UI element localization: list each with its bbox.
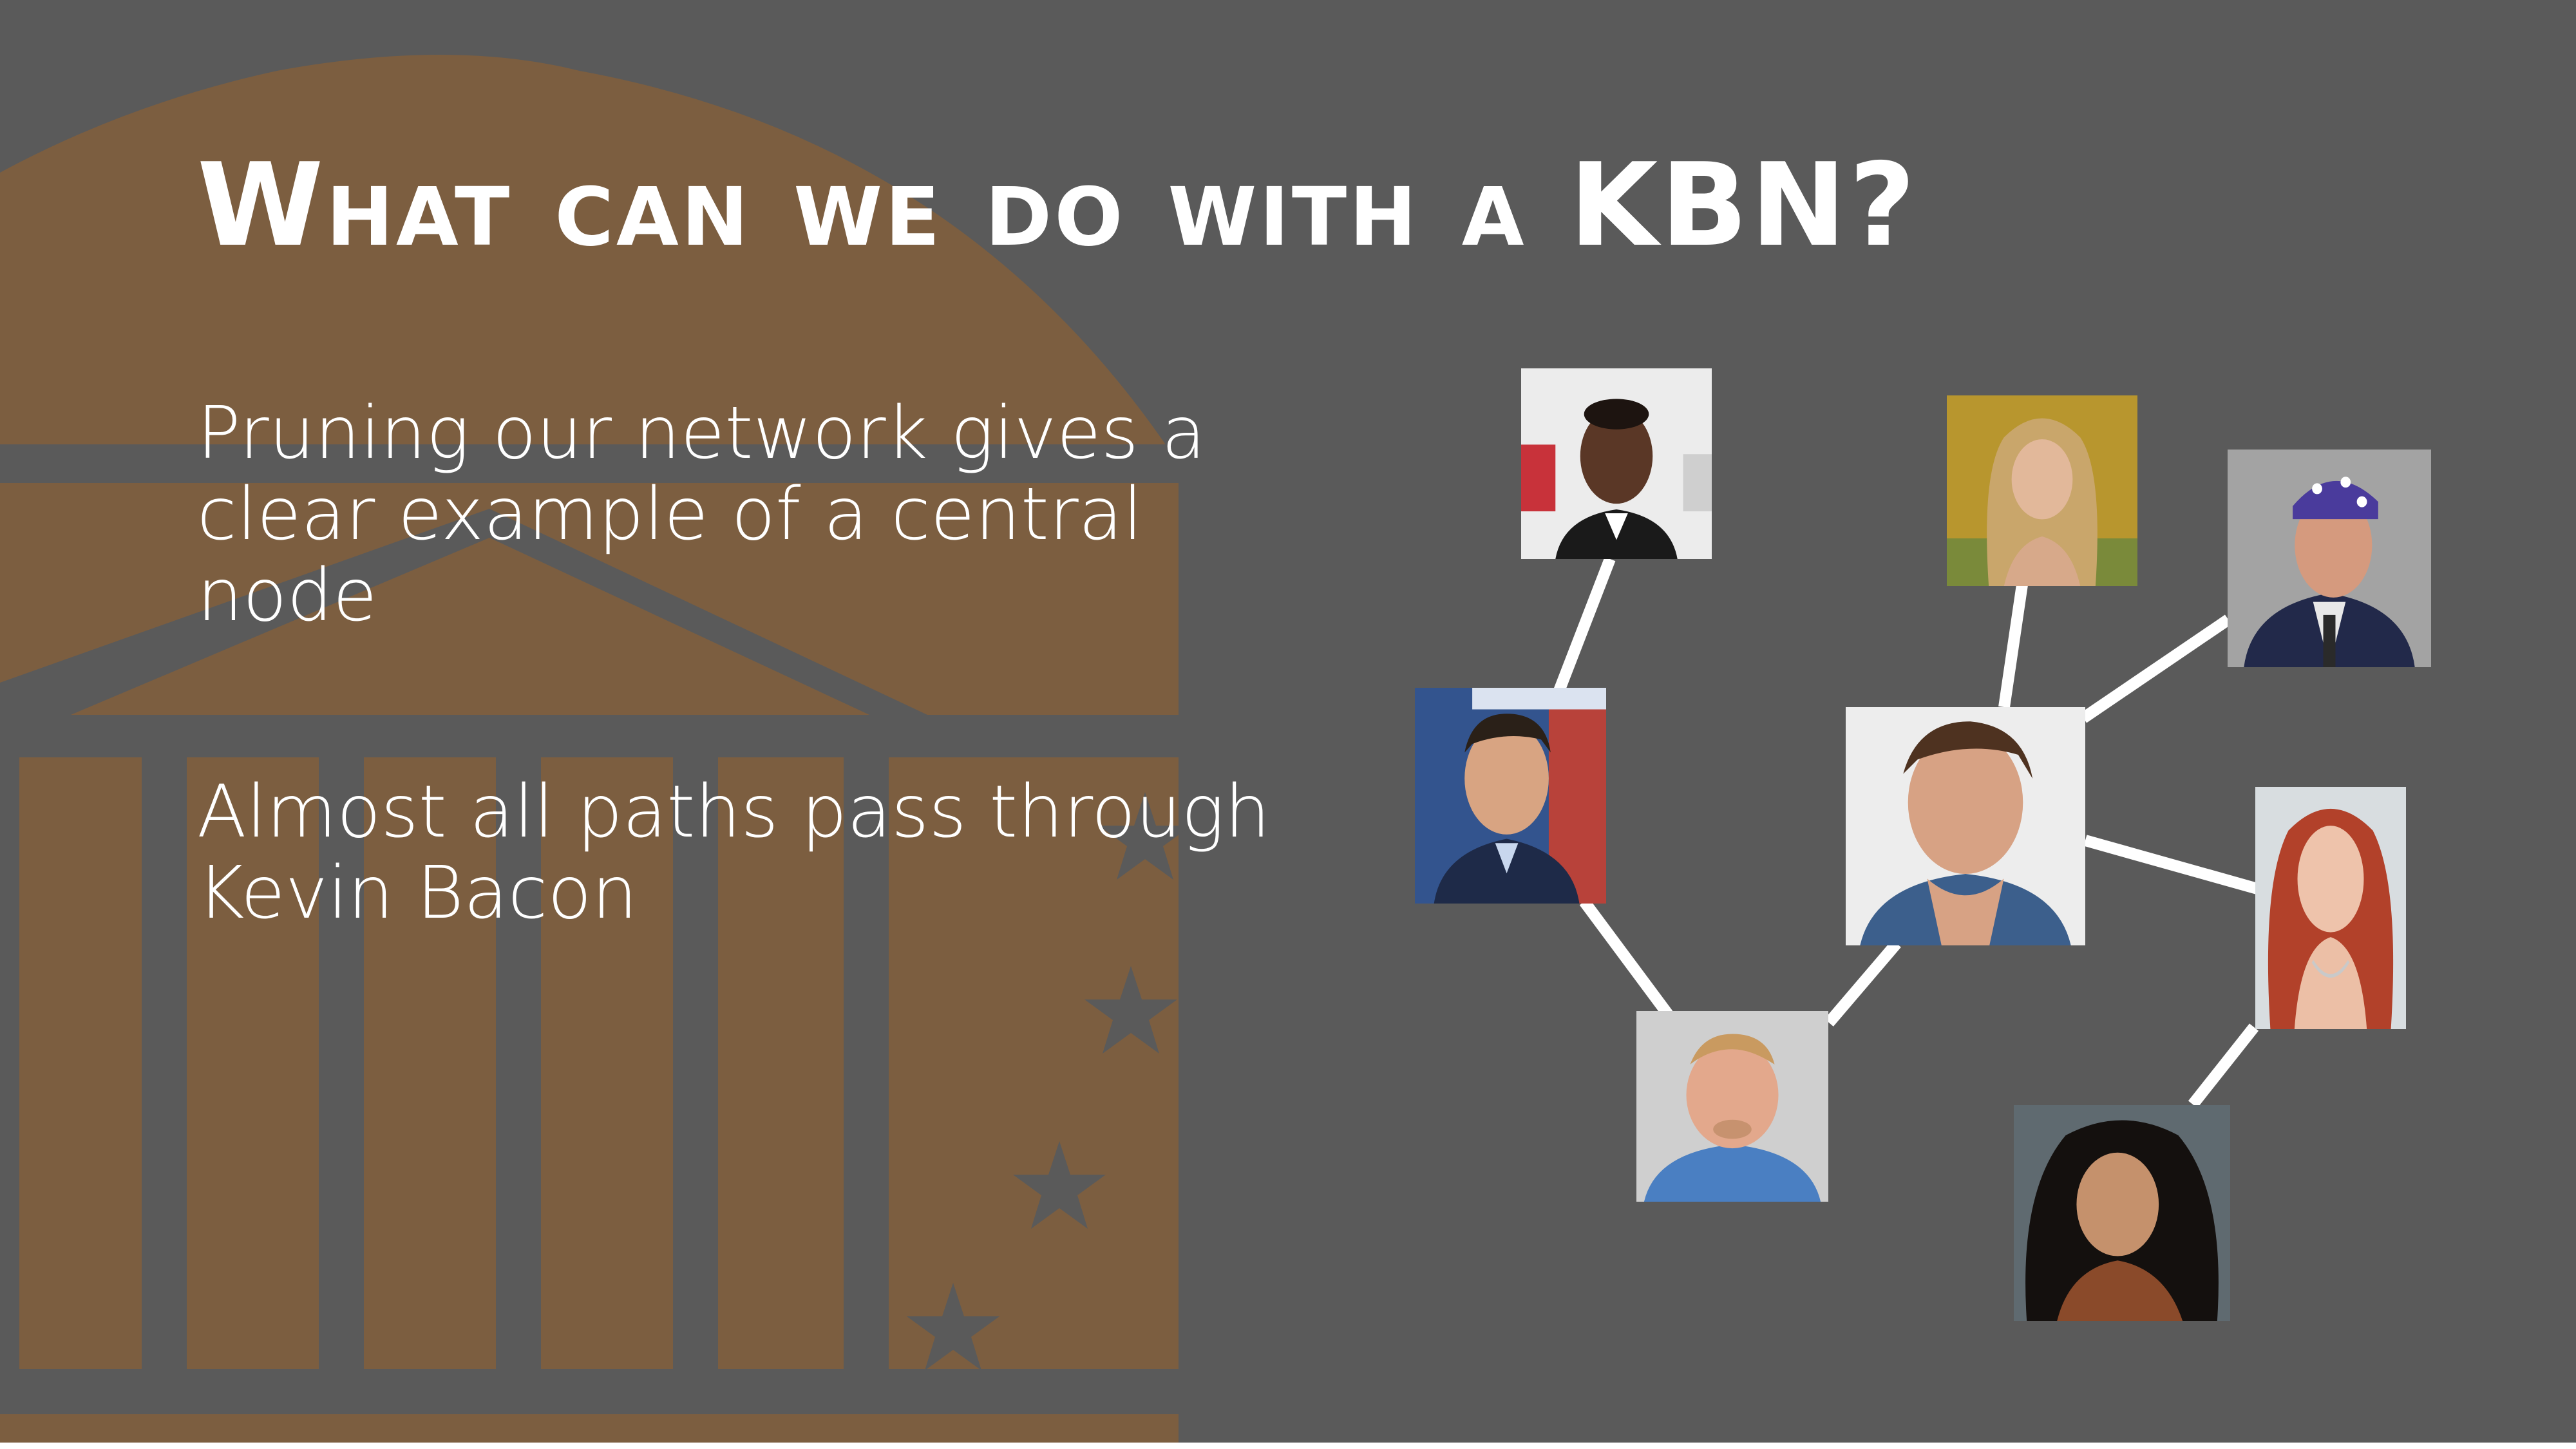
- edge-top-left-to-left: [1553, 556, 1616, 695]
- portrait-bottom-right: [2014, 1105, 2230, 1321]
- edge-right-to-bottom-right: [2188, 1023, 2259, 1108]
- edge-center-to-top-middle: [1998, 583, 2028, 708]
- portrait-top-middle: [1947, 395, 2137, 586]
- portrait-top-left: [1521, 368, 1712, 559]
- bottom-strip: [0, 1443, 2576, 1449]
- portrait-bottom-middle: [1636, 1011, 1828, 1202]
- edge-bottom-middle-to-center: [1824, 940, 1901, 1027]
- bullet-text-pruning: Pruning our network gives a clear exampl…: [197, 392, 1206, 638]
- bullet-text-paths: Almost all paths pass through Kevin Baco…: [197, 770, 1271, 935]
- portrait-center-kevin-bacon: [1846, 707, 2085, 945]
- portrait-left: [1415, 688, 1606, 904]
- portrait-top-right: [2228, 450, 2431, 667]
- edge-left-to-bottom-middle: [1579, 898, 1673, 1018]
- slide-title: What can we do with a KBN?: [197, 138, 1918, 272]
- edge-center-to-top-right: [2079, 614, 2232, 723]
- portrait-right: [2255, 787, 2406, 1029]
- edge-center-to-right: [2083, 835, 2259, 895]
